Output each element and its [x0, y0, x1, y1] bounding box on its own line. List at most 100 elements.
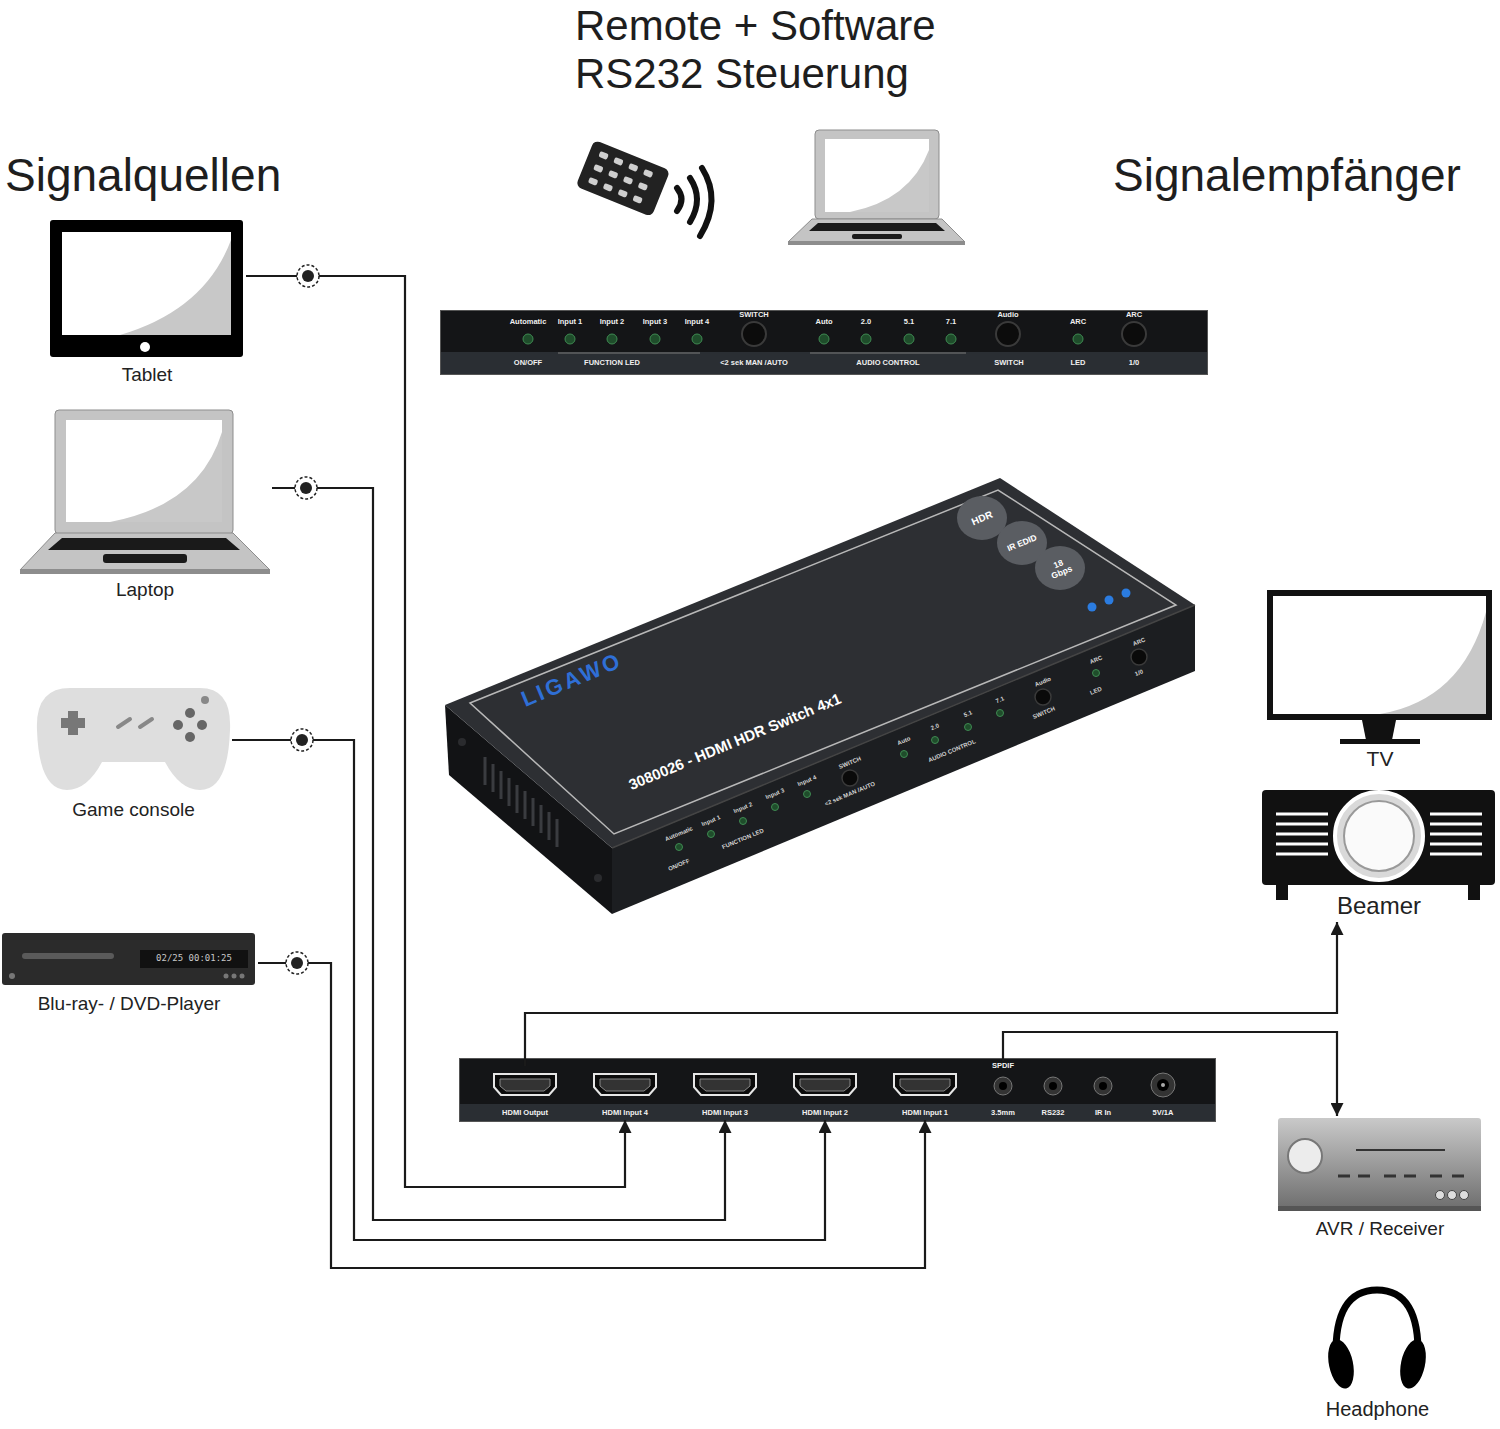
port-label: HDMI Input 4 — [602, 1108, 648, 1118]
control-laptop-icon — [815, 130, 939, 219]
front-panel-strip — [441, 311, 1208, 375]
panel-label: SWITCH — [739, 311, 769, 319]
laptop-device: Laptop — [18, 408, 272, 603]
switch-housing — [1093, 670, 1100, 677]
device-label: AVR / Receiver — [1316, 1218, 1444, 1240]
back-panel — [1161, 1083, 1165, 1087]
remote-icon — [588, 177, 599, 186]
port-label: 3.5mm — [991, 1108, 1015, 1118]
tablet-icon — [140, 342, 150, 352]
port-label: HDMI Input 3 — [702, 1108, 748, 1118]
hdmi-input-port: HDMI Input 1 — [880, 1066, 970, 1120]
port-label: SPDIF — [992, 1061, 1014, 1071]
remote-icon — [677, 188, 682, 211]
switch-housing — [997, 710, 1004, 717]
ir-port: IR In — [1080, 1074, 1126, 1120]
panel-label: SWITCH — [994, 359, 1024, 367]
control-laptop-icon — [850, 150, 929, 212]
back-panel — [1049, 1082, 1057, 1090]
laptop-icon — [20, 569, 270, 574]
back-panel — [1099, 1082, 1107, 1090]
back-panel — [1151, 1073, 1175, 1097]
tv-icon — [1340, 739, 1420, 744]
remote-icon — [576, 140, 671, 217]
signal-connector — [232, 740, 825, 1240]
switch-housing — [458, 738, 466, 746]
tv-icon — [1270, 593, 1489, 717]
switch-housing — [772, 804, 779, 811]
tablet-device: Tablet — [48, 218, 246, 388]
back-panel — [900, 1079, 950, 1091]
back-panel — [594, 1074, 656, 1095]
remote-icon — [690, 178, 697, 222]
switch-housing — [708, 831, 715, 838]
source-dot — [291, 957, 303, 969]
device-label: Game console — [72, 799, 195, 821]
back-panel — [894, 1074, 956, 1095]
front-panel-strip — [1122, 322, 1146, 346]
device-label: Laptop — [116, 579, 174, 601]
remote-icon — [623, 176, 634, 185]
remote-icon — [576, 140, 671, 217]
switch-housing — [612, 605, 1195, 914]
signal-connector — [272, 488, 725, 1220]
headphone-icon — [1324, 1337, 1358, 1391]
hdmi-input-port: HDMI Input 4 — [580, 1066, 670, 1120]
switch-housing — [594, 874, 602, 882]
section-heading: Remote + Software RS232 Steuerung — [575, 2, 995, 98]
remote-icon — [643, 169, 654, 178]
panel-label: AUDIO CONTROL — [856, 359, 919, 367]
switch-housing — [965, 724, 972, 731]
control-laptop-icon — [788, 219, 965, 242]
headphone-icon — [1396, 1337, 1430, 1391]
game-console-device: Game console — [35, 683, 232, 823]
switch-housing — [804, 791, 811, 798]
remote-icon — [603, 183, 614, 192]
tablet-icon — [120, 240, 231, 335]
back-panel — [794, 1074, 856, 1095]
player-device: Blu-ray- / DVD-Player — [0, 930, 258, 1017]
beamer-icon — [1276, 814, 1328, 854]
beamer-icon — [1344, 801, 1414, 871]
panel-label: Input 3 — [643, 318, 668, 326]
game-controller-icon — [185, 708, 195, 718]
game-controller-icon — [201, 696, 209, 704]
player-icon — [22, 953, 114, 959]
device-label: Headphone — [1326, 1398, 1429, 1421]
remote-icon — [593, 164, 604, 173]
beamer-icon — [1430, 814, 1482, 854]
switch-housing — [901, 751, 908, 758]
beamer-icon — [1276, 884, 1288, 900]
front-panel-strip — [742, 322, 766, 346]
player-icon — [2, 933, 255, 985]
player-icon — [232, 974, 237, 979]
back-panel — [994, 1077, 1012, 1095]
panel-label: ON/OFF — [514, 359, 542, 367]
control-laptop-icon — [788, 130, 965, 245]
avr-icon — [1288, 1139, 1322, 1173]
control-laptop-icon — [788, 241, 965, 245]
tv-icon — [1380, 612, 1486, 714]
panel-label: Input 4 — [685, 318, 710, 326]
player-icon — [2, 933, 255, 985]
device-label: Tablet — [122, 364, 173, 386]
audio-port: SPDIF 3.5mm — [978, 1061, 1028, 1120]
headphone-device: Headphone — [1320, 1280, 1435, 1423]
laptop-icon — [48, 538, 240, 550]
remote-icon — [598, 151, 609, 160]
front-panel-strip — [810, 353, 966, 354]
section-heading: Signalquellen — [5, 150, 281, 201]
signal-connector — [1003, 1032, 1337, 1116]
control-laptop-icon — [809, 223, 945, 231]
display-readout: 02/25 00:01:25 — [156, 954, 232, 964]
front-panel-strip — [440, 310, 1208, 353]
remote-icon — [632, 195, 643, 204]
switch-housing — [1088, 603, 1097, 612]
back-panel — [800, 1079, 850, 1091]
avr-icon — [1448, 1191, 1457, 1200]
switch-housing — [1122, 589, 1131, 598]
front-panel-strip — [819, 334, 829, 344]
player-icon — [240, 974, 245, 979]
panel-label: <2 sek MAN /AUTO — [720, 359, 788, 367]
